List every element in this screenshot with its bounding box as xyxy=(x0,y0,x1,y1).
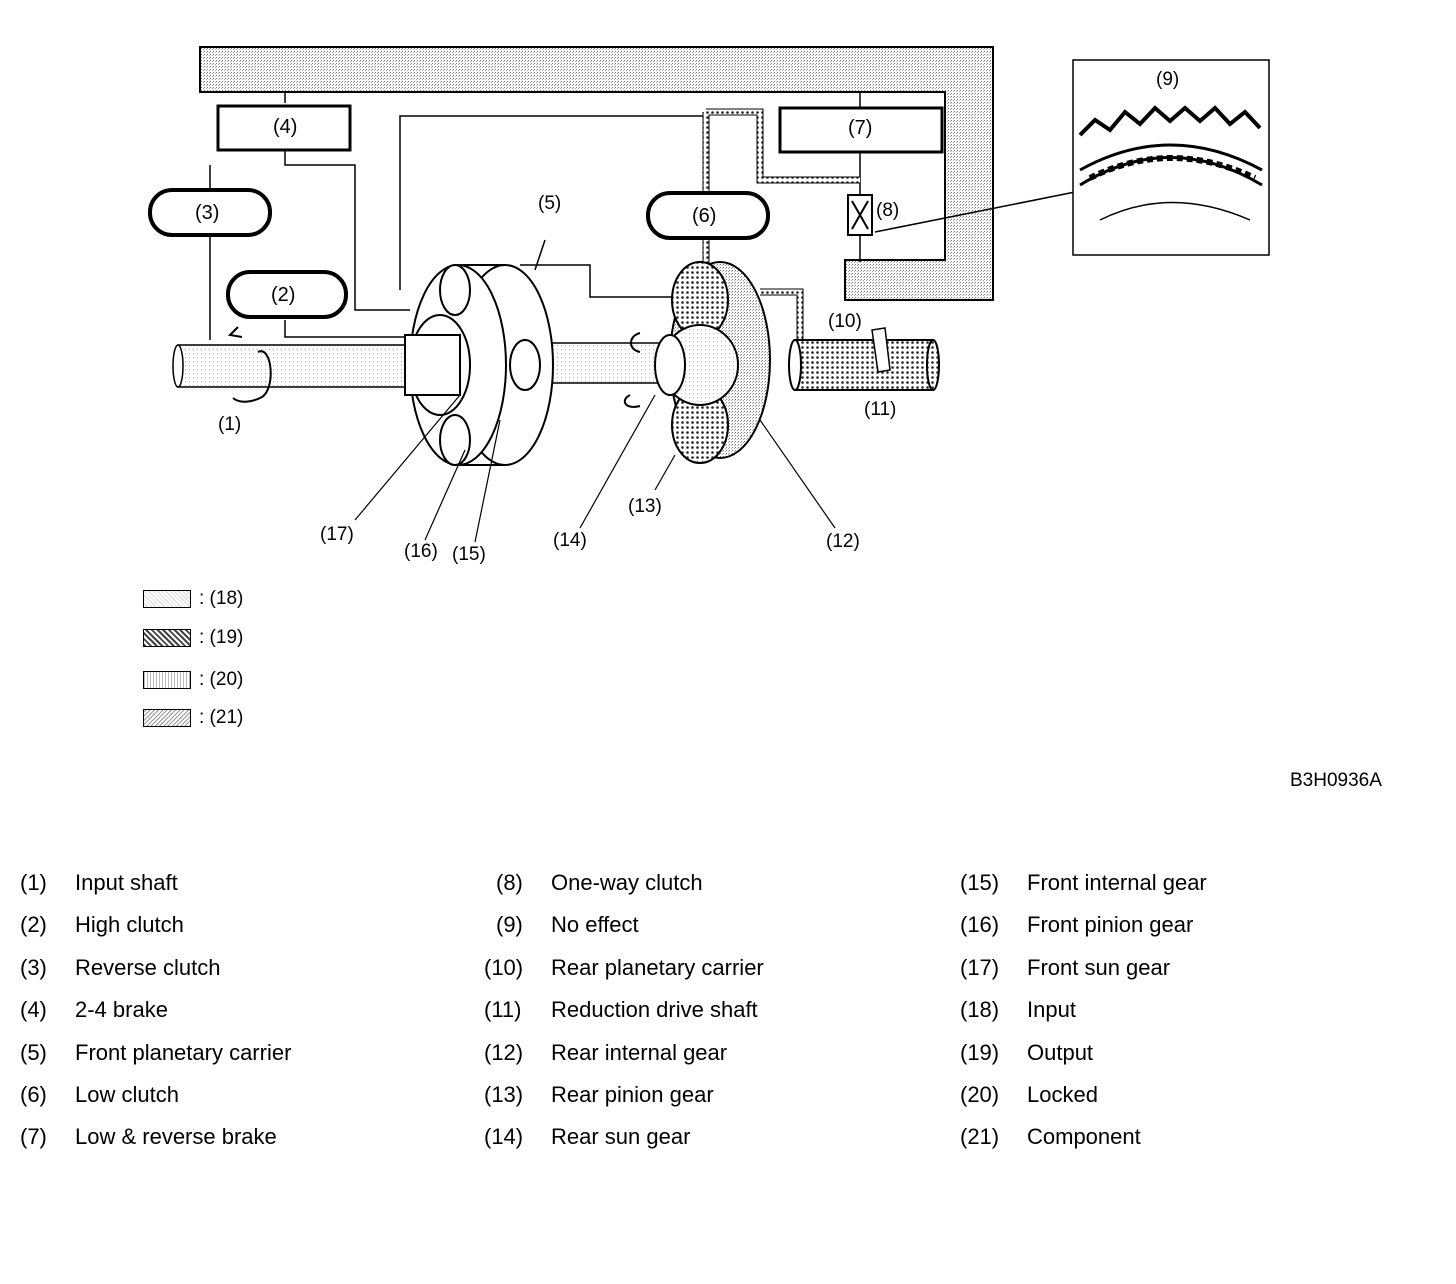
callout-12: (12) xyxy=(826,531,860,552)
key-label: Rear internal gear xyxy=(551,1040,728,1065)
one-way-clutch xyxy=(847,194,873,236)
legend-item-locked: : (20) xyxy=(143,669,243,691)
key-number: (18) xyxy=(960,997,1000,1022)
callout-16: (16) xyxy=(404,541,438,562)
planetary-gear-diagram: (4) (7) (3) (2) (6) (5) (8) (9) (10) (11… xyxy=(148,46,1270,565)
callout-4: (4) xyxy=(273,116,297,138)
front-planetary-set xyxy=(404,264,554,466)
callout-15: (15) xyxy=(452,544,486,565)
key-number: (9) xyxy=(496,912,523,937)
key-number: (3) xyxy=(20,955,47,980)
low-clutch xyxy=(646,191,770,240)
key-label: Rear sun gear xyxy=(551,1124,691,1149)
transmission-case xyxy=(199,46,994,301)
legend-item-input: : (18) xyxy=(143,588,243,610)
key-number: (2) xyxy=(20,912,47,937)
key-number: (13) xyxy=(484,1082,524,1107)
key-label: Front planetary carrier xyxy=(75,1040,292,1065)
legend-swatch-component xyxy=(143,709,191,727)
key-number: (19) xyxy=(960,1040,1000,1065)
key-label: No effect xyxy=(551,912,639,937)
key-label: Low & reverse brake xyxy=(75,1124,277,1149)
key-label: Front sun gear xyxy=(1027,955,1171,980)
reduction-drive-shaft xyxy=(788,327,940,391)
key-label: High clutch xyxy=(75,912,184,937)
key-number: (11) xyxy=(484,997,522,1022)
reverse-clutch xyxy=(148,188,272,237)
key-label: Input shaft xyxy=(75,870,178,895)
legend-swatch-input xyxy=(143,590,191,608)
brake-2-4 xyxy=(216,104,352,152)
legend-swatch-output xyxy=(143,629,191,647)
key-number: (20) xyxy=(960,1082,1000,1107)
key-label: Reverse clutch xyxy=(75,955,221,980)
callout-1: (1) xyxy=(218,414,241,435)
leader-lines xyxy=(354,394,836,543)
callout-6: (6) xyxy=(692,205,716,227)
key-label: Front pinion gear xyxy=(1027,912,1194,937)
rear-planetary-set xyxy=(623,261,771,464)
key-label: One-way clutch xyxy=(551,870,703,895)
callout-10: (10) xyxy=(828,311,862,332)
key-number: (6) xyxy=(20,1082,47,1107)
high-clutch xyxy=(226,270,348,319)
key-label: Locked xyxy=(1027,1082,1098,1107)
key-number: (12) xyxy=(484,1040,524,1065)
legend-label: : (20) xyxy=(199,669,244,690)
key-label: Low clutch xyxy=(75,1082,179,1107)
key-label: 2-4 brake xyxy=(75,997,168,1022)
callout-7: (7) xyxy=(848,117,872,139)
key-label: Input xyxy=(1027,997,1076,1022)
input-shaft xyxy=(172,326,409,403)
legend-label: : (19) xyxy=(199,627,244,648)
legend-item-output: : (19) xyxy=(143,627,243,649)
key-number: (10) xyxy=(484,955,524,980)
key-label: Reduction drive shaft xyxy=(551,997,758,1022)
key-label: Rear planetary carrier xyxy=(551,955,764,980)
key-label: Output xyxy=(1027,1040,1094,1065)
key-number: (1) xyxy=(20,870,47,895)
callout-14: (14) xyxy=(553,530,587,551)
connection-lines xyxy=(209,92,1096,340)
callout-17: (17) xyxy=(320,524,354,545)
figure-code: B3H0936A xyxy=(1290,770,1382,791)
key-number: (16) xyxy=(960,912,1000,937)
legend-label: : (18) xyxy=(199,588,244,609)
low-reverse-brake xyxy=(778,106,944,154)
callout-2: (2) xyxy=(271,284,295,306)
key-label: Rear pinion gear xyxy=(551,1082,714,1107)
key-number: (15) xyxy=(960,870,1000,895)
callout-3: (3) xyxy=(195,202,219,224)
callout-8: (8) xyxy=(876,200,899,221)
legend-swatch-locked xyxy=(143,671,191,689)
key-number: (21) xyxy=(960,1124,1000,1149)
key-number: (7) xyxy=(20,1124,47,1149)
legend-item-component: : (21) xyxy=(143,707,243,729)
key-number: (5) xyxy=(20,1040,47,1065)
key-number: (8) xyxy=(496,870,523,895)
intermediate-shaft xyxy=(539,342,661,384)
one-way-clutch-detail xyxy=(1072,59,1270,256)
key-label: Front internal gear xyxy=(1027,870,1207,895)
key-number: (17) xyxy=(960,955,1000,980)
legend-label: : (21) xyxy=(199,707,244,728)
key-number: (4) xyxy=(20,997,47,1022)
callout-13: (13) xyxy=(628,496,662,517)
key-label: Component xyxy=(1027,1124,1141,1149)
key-number: (14) xyxy=(484,1124,524,1149)
callout-11: (11) xyxy=(864,399,896,420)
callout-9: (9) xyxy=(1156,69,1179,90)
callout-5: (5) xyxy=(538,193,561,214)
